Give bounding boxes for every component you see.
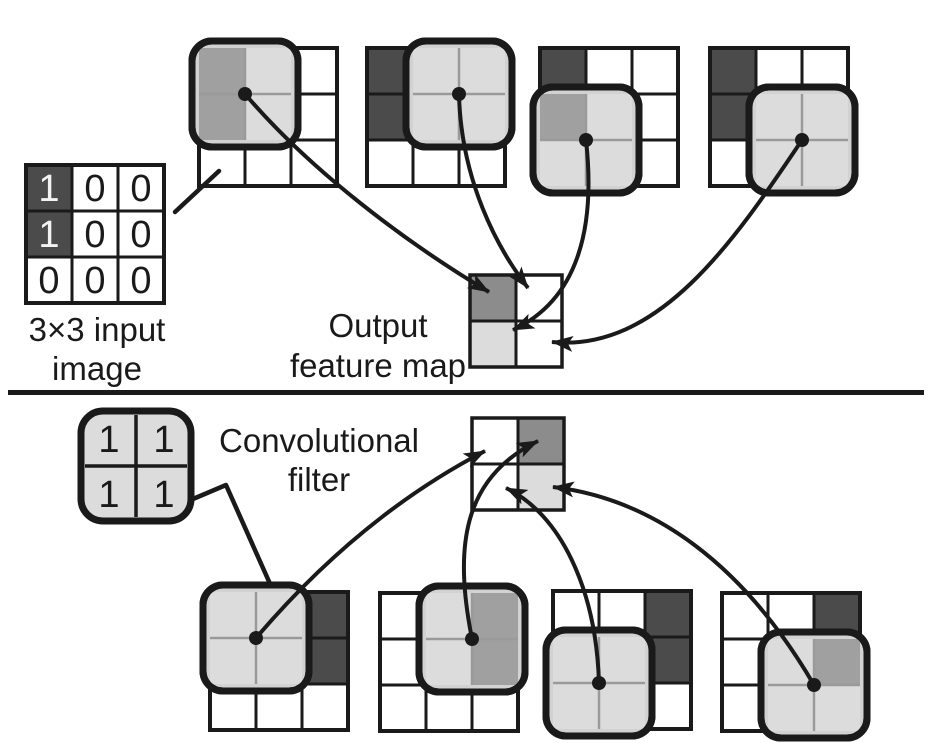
arrow-top-grid-4-to-output bbox=[551, 138, 804, 352]
conv-filter-overlay-border bbox=[542, 626, 656, 740]
bottom-grid-2-cell bbox=[378, 683, 428, 733]
filter-window-cell bbox=[553, 683, 599, 729]
filter-window-cell bbox=[802, 94, 848, 140]
input-image-value: 0 bbox=[130, 168, 151, 210]
top-grid-2-filter-cells bbox=[413, 48, 505, 140]
top-grid-4 bbox=[708, 46, 859, 197]
filter-window-cell bbox=[256, 638, 302, 684]
input-image-value: 0 bbox=[130, 260, 151, 302]
top-grid-2-cell bbox=[365, 138, 415, 188]
conv-filter-label-line1: Convolutional bbox=[219, 422, 419, 459]
filter-window-cell bbox=[756, 140, 802, 186]
arrow-bottom-grid-1-to-output bbox=[254, 449, 486, 640]
arrow-bottom-grid-4-to-output bbox=[552, 481, 816, 687]
bottom-grid-2-filter-cells bbox=[426, 593, 518, 685]
bottom-grid-4 bbox=[720, 591, 871, 742]
filter-window-cell bbox=[210, 638, 256, 684]
filter-window-cell bbox=[413, 48, 459, 94]
input-image-border bbox=[24, 163, 166, 305]
bottom-grid-3-filter-cells bbox=[553, 637, 645, 729]
conv-filter-overlay-border bbox=[745, 83, 859, 197]
arrow-bottom-grid-3-to-output bbox=[505, 486, 601, 684]
conv-filter-value: 1 bbox=[153, 419, 174, 461]
input-image-pointer-line bbox=[172, 168, 222, 215]
output-feature-map-top-cell bbox=[468, 273, 518, 323]
bottom-grid-2 bbox=[378, 582, 529, 733]
input-image-value: 1 bbox=[38, 168, 59, 210]
filter-window-cell bbox=[540, 94, 586, 140]
filter-window-cell bbox=[472, 639, 518, 685]
conv-filter-overlay-border bbox=[757, 628, 871, 742]
filter-window-cell bbox=[459, 48, 505, 94]
conv-filter-overlay-border bbox=[529, 83, 643, 197]
top-grid-3-cell bbox=[630, 46, 680, 96]
input-image-value: 1 bbox=[38, 214, 59, 256]
arrow-bottom-grid-2-to-output bbox=[462, 439, 539, 640]
input-image-cell bbox=[70, 255, 120, 305]
filter-pointer-line bbox=[190, 482, 274, 589]
input-image-label-line2: image bbox=[52, 350, 142, 387]
bottom-grid-4-cell bbox=[720, 591, 770, 641]
conv-filter-value: 1 bbox=[98, 474, 119, 516]
arrow-top-grid-2-to-output bbox=[457, 93, 530, 290]
bottom-grid-1 bbox=[199, 581, 350, 732]
arrow-top-grid-1-to-output bbox=[243, 92, 491, 294]
filter-window-cell bbox=[459, 94, 505, 140]
conv-filter-overlay-border bbox=[199, 581, 313, 695]
bottom-grid-3-cell bbox=[643, 589, 693, 639]
top-grid-2 bbox=[365, 37, 516, 188]
input-image-value: 0 bbox=[130, 214, 151, 256]
filter-window-cell bbox=[814, 685, 860, 731]
filter-window-cell bbox=[426, 639, 472, 685]
conv-filter-overlay-border bbox=[415, 582, 529, 696]
output-feature-map-label-line1: Output bbox=[328, 307, 427, 344]
conv-filter-label-line2: filter bbox=[288, 461, 350, 498]
input-image-value: 0 bbox=[84, 168, 105, 210]
bottom-grid-3 bbox=[542, 589, 693, 740]
output-feature-map-top-cell bbox=[468, 319, 518, 369]
bottom-grid-1-cell bbox=[300, 682, 350, 732]
filter-window-cell bbox=[768, 685, 814, 731]
input-image-label-line1: 3×3 input bbox=[29, 311, 166, 348]
section-divider bbox=[8, 390, 924, 395]
filter-window-cell bbox=[586, 140, 632, 186]
filter-window-cell bbox=[599, 637, 645, 683]
filter-window-cell bbox=[199, 94, 245, 140]
conv-filter-overlay-border bbox=[188, 37, 302, 151]
filter-window-cell bbox=[472, 593, 518, 639]
top-grid-3 bbox=[529, 46, 680, 197]
filter-window-cell bbox=[586, 94, 632, 140]
filter-window-cell bbox=[245, 48, 291, 94]
filter-window-cell bbox=[210, 592, 256, 638]
filter-window-cell bbox=[599, 683, 645, 729]
input-image-value: 0 bbox=[84, 214, 105, 256]
input-image-value: 0 bbox=[84, 260, 105, 302]
filter-window-cell bbox=[540, 140, 586, 186]
filter-window-cell bbox=[802, 140, 848, 186]
filter-window-cell bbox=[553, 637, 599, 683]
filter-window-cell bbox=[756, 94, 802, 140]
arrow-top-grid-3-to-output bbox=[512, 139, 591, 332]
filter-window-cell bbox=[814, 639, 860, 685]
conv-filter-value: 1 bbox=[153, 474, 174, 516]
filter-window-cell bbox=[413, 94, 459, 140]
input-image-value: 0 bbox=[38, 260, 59, 302]
output-feature-map-label-line2: feature map bbox=[290, 347, 466, 384]
conv-filter-value: 1 bbox=[98, 419, 119, 461]
output-feature-map-bottom-cell bbox=[516, 416, 566, 466]
conv-filter-overlay-border bbox=[402, 37, 516, 151]
top-grid-1 bbox=[188, 37, 339, 188]
bottom-grid-4-filter-cells bbox=[768, 639, 860, 731]
filter-window-cell bbox=[199, 48, 245, 94]
top-grid-4-cell bbox=[708, 46, 758, 96]
